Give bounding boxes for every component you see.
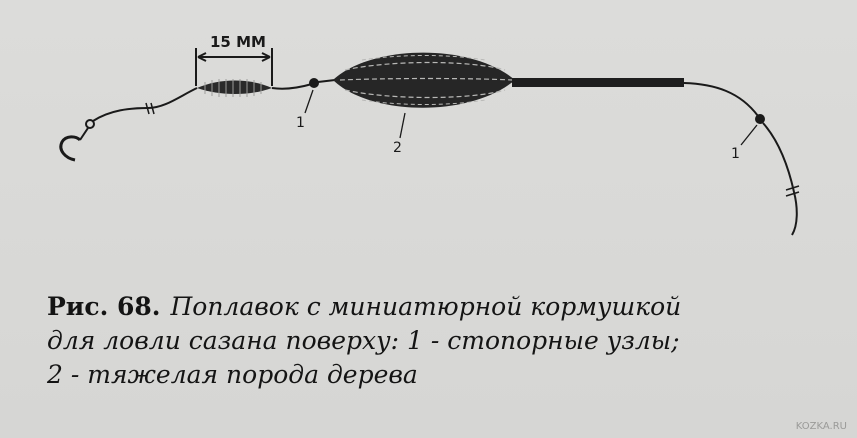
dimension-bracket (195, 48, 273, 86)
watermark: KOZKA.RU (795, 421, 847, 432)
float-body (333, 52, 515, 108)
line-segment (683, 82, 759, 117)
figure-caption: Рис. 68. Поплавок с миниатюрной кормушкой… (47, 290, 837, 392)
line-mark (785, 185, 800, 197)
line-segment (317, 79, 336, 83)
caption-text-1: Поплавок с миниатюрной кормушкой (170, 292, 682, 321)
spring-feeder (197, 79, 272, 97)
caption-line-2: для ловли сазана поверху: 1 - стопорные … (47, 326, 680, 355)
marker-1-left: 1 (296, 115, 305, 131)
leader-line-1 (304, 89, 314, 114)
figure-label: Рис. 68. (47, 292, 161, 321)
marker-2: 2 (393, 140, 402, 156)
leader-line-2 (399, 112, 406, 139)
leader-line-1-right (740, 124, 758, 146)
stopper-knot-left (309, 78, 319, 88)
marker-1-right: 1 (731, 146, 740, 162)
caption-line-1: Рис. 68. Поплавок с миниатюрной кормушкой (47, 290, 837, 324)
stopper-knot-right (755, 114, 765, 124)
dimension-label: 15 MM (210, 33, 266, 51)
main-line (762, 122, 798, 236)
hook-and-leader (59, 87, 198, 162)
caption-line-3: 2 - тяжелая порода дерева (47, 360, 418, 389)
float-stem (512, 78, 684, 87)
line-segment (271, 83, 313, 90)
